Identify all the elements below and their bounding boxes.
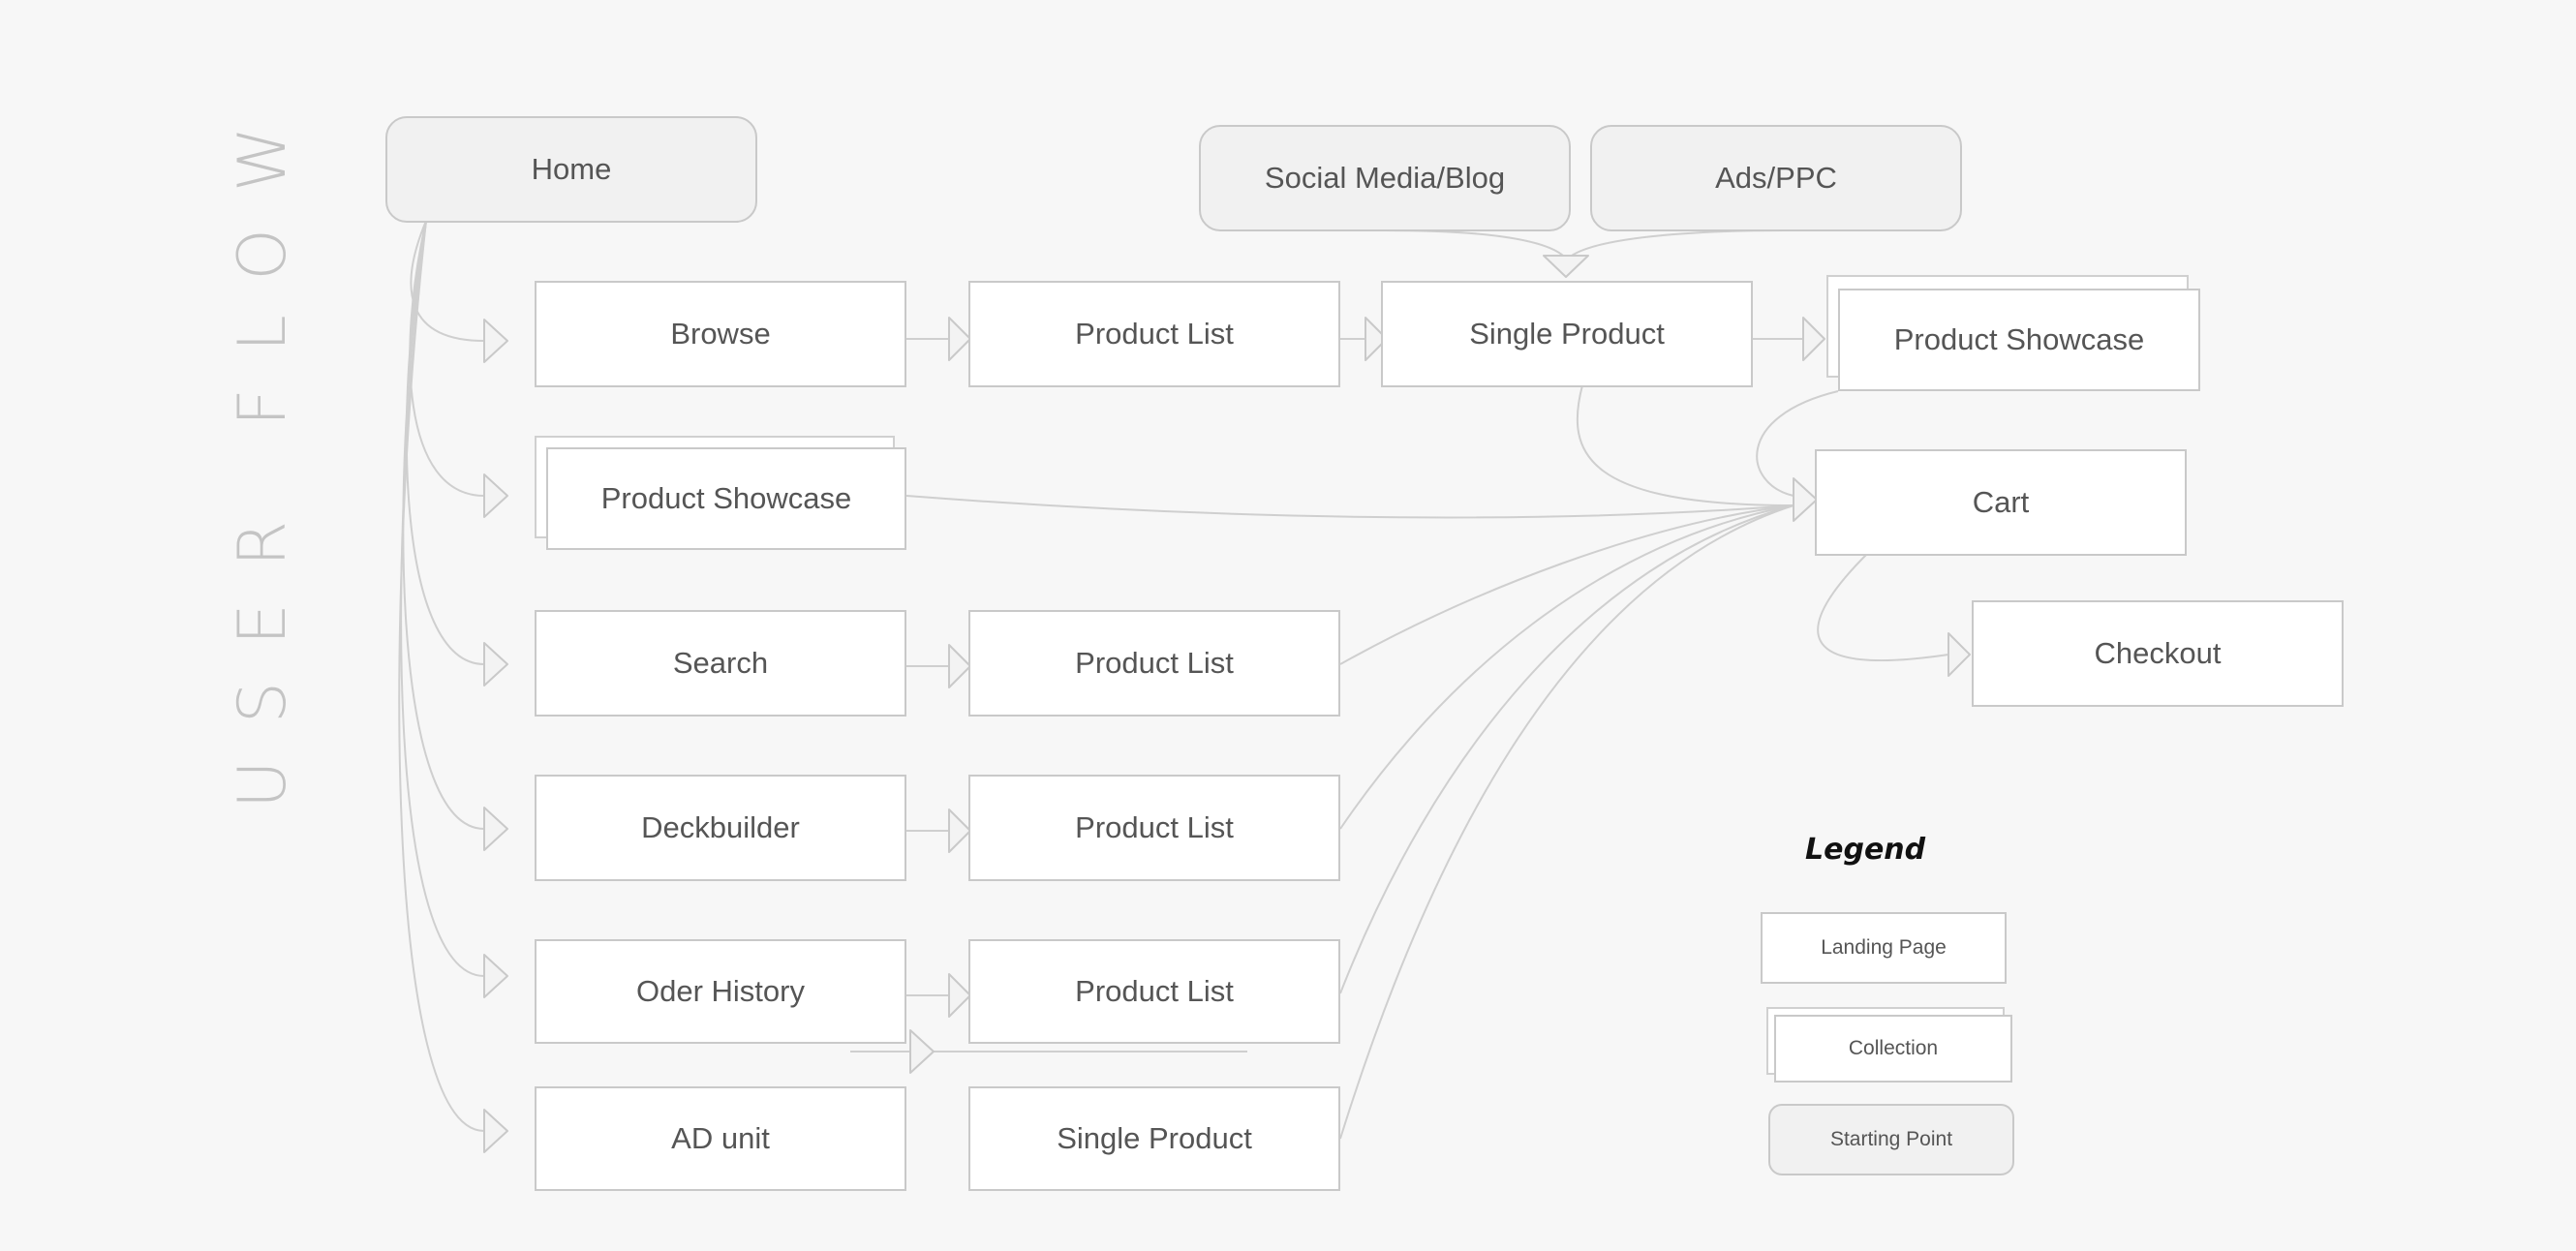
arrowhead-into-sp1 bbox=[1543, 255, 1589, 278]
arrowhead-order bbox=[483, 954, 508, 998]
arrowhead-search bbox=[483, 642, 508, 687]
node-deckbuilder: Deckbuilder bbox=[535, 775, 906, 881]
arrowhead-pl4 bbox=[948, 973, 971, 1018]
node-order-history: Oder History bbox=[535, 939, 906, 1044]
node-single-product-1: Single Product bbox=[1381, 281, 1753, 387]
connector-cart-checkout bbox=[1817, 553, 1949, 662]
node-product-list-2: Product List bbox=[968, 610, 1340, 717]
arrowhead-pl2 bbox=[948, 644, 971, 688]
node-browse: Browse bbox=[535, 281, 906, 387]
connector-sp2-cart bbox=[1339, 504, 1794, 1140]
legend-landing-page: Landing Page bbox=[1761, 912, 2007, 984]
user-flow-title: USER FLOW bbox=[225, 89, 301, 809]
connector-pl2-cart bbox=[1339, 504, 1794, 665]
arrowhead-cart bbox=[1793, 477, 1818, 522]
node-home: Home bbox=[385, 116, 757, 223]
connector-sp1-cart bbox=[1576, 384, 1794, 506]
arrowhead-pl1 bbox=[948, 317, 971, 361]
legend-collection: Collection bbox=[1774, 1015, 2012, 1083]
arrowhead-checkout bbox=[1947, 632, 1971, 677]
arrowhead-ad bbox=[483, 1109, 508, 1153]
connector-home-ad bbox=[398, 220, 485, 1132]
connector-home-showcase bbox=[409, 220, 485, 497]
node-single-product-2: Single Product bbox=[968, 1086, 1340, 1191]
node-product-list-3: Product List bbox=[968, 775, 1340, 881]
node-search: Search bbox=[535, 610, 906, 717]
node-checkout: Checkout bbox=[1972, 600, 2344, 707]
connector-home-deck bbox=[402, 220, 485, 830]
arrowhead-psright bbox=[1802, 317, 1825, 361]
connector-psleft-cart bbox=[905, 495, 1794, 519]
node-product-showcase-left: Product Showcase bbox=[546, 447, 906, 550]
legend-title: Legend bbox=[1805, 833, 1926, 867]
node-social-media-blog: Social Media/Blog bbox=[1199, 125, 1571, 231]
connector-pl4-cart bbox=[1339, 504, 1794, 994]
node-product-showcase-right: Product Showcase bbox=[1838, 289, 2200, 391]
connector-ads-sp1 bbox=[1566, 229, 1785, 260]
connector-home-search bbox=[405, 220, 485, 665]
legend-starting-point: Starting Point bbox=[1768, 1104, 2014, 1175]
arrowhead-deck bbox=[483, 807, 508, 851]
arrowhead-pl3 bbox=[948, 809, 971, 853]
node-product-list-1: Product List bbox=[968, 281, 1340, 387]
node-ads-ppc: Ads/PPC bbox=[1590, 125, 1962, 231]
connector-pl3-cart bbox=[1339, 504, 1794, 830]
connector-psright-cart bbox=[1756, 390, 1839, 497]
node-product-list-4: Product List bbox=[968, 939, 1340, 1044]
node-cart: Cart bbox=[1815, 449, 2187, 556]
arrowhead-sp1 bbox=[1365, 317, 1388, 361]
arrowhead-bottom bbox=[909, 1029, 935, 1074]
connector-social-sp1 bbox=[1384, 229, 1568, 260]
arrowhead-browse bbox=[483, 319, 508, 363]
arrowhead-showcase bbox=[483, 473, 508, 518]
node-ad-unit: AD unit bbox=[535, 1086, 906, 1191]
